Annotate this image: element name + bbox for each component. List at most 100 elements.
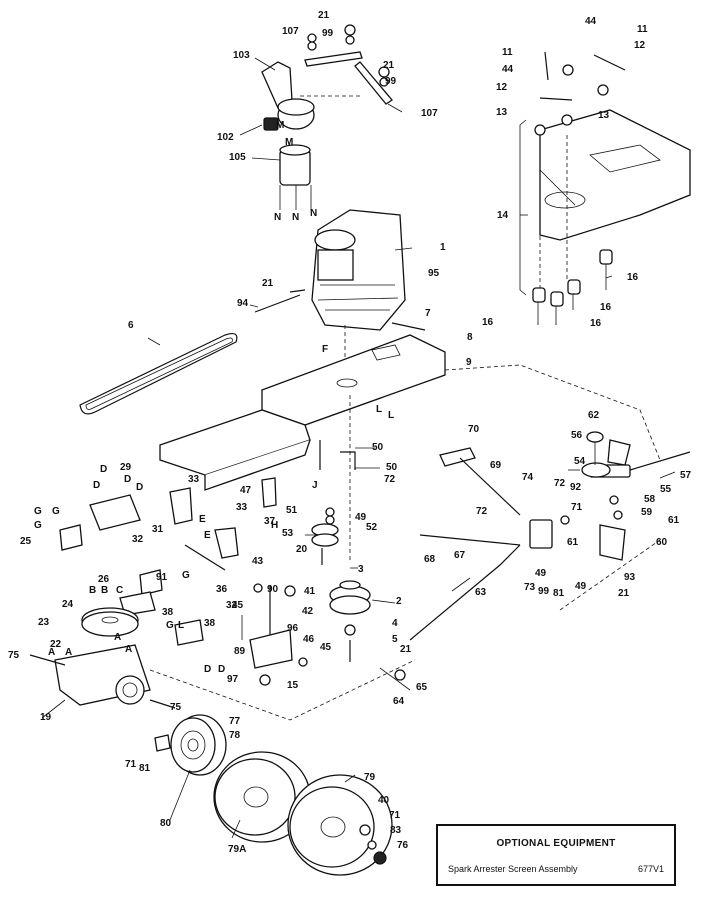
part-label-9: 9: [466, 357, 472, 368]
part-label-h: H: [271, 520, 278, 531]
part-label-b: B: [101, 585, 108, 596]
optional-equipment-row: Spark Arrester Screen Assembly 677V1: [448, 864, 664, 874]
part-label-53: 53: [282, 528, 294, 539]
part-label-49: 49: [355, 512, 367, 523]
part-label-75: 75: [8, 650, 20, 661]
part-label-69: 69: [490, 460, 502, 471]
part-label-49: 49: [535, 568, 547, 579]
part-label-d: D: [124, 474, 131, 485]
part-label-j: J: [312, 480, 318, 491]
part-label-49: 49: [575, 581, 587, 592]
part-label-24: 24: [62, 599, 74, 610]
part-label-97: 97: [227, 674, 239, 685]
part-label-50: 50: [386, 462, 398, 473]
part-label-72: 72: [384, 474, 396, 485]
part-label-54: 54: [574, 456, 586, 467]
part-label-14: 14: [497, 210, 509, 221]
part-label-73: 73: [524, 582, 536, 593]
part-label-58: 58: [644, 494, 656, 505]
part-label-92: 92: [570, 482, 582, 493]
part-label-44: 44: [585, 16, 597, 27]
part-label-90: 90: [267, 584, 279, 595]
part-label-32: 32: [226, 600, 238, 611]
part-label-6: 6: [128, 320, 134, 331]
part-label-16: 16: [600, 302, 612, 313]
part-label-d: D: [204, 664, 211, 675]
part-label-78: 78: [229, 730, 241, 741]
part-label-l: L: [388, 410, 394, 421]
part-label-21: 21: [400, 644, 412, 655]
part-label-102: 102: [217, 132, 234, 143]
part-label-94: 94: [237, 298, 249, 309]
part-label-5: 5: [392, 634, 398, 645]
part-label-13: 13: [496, 107, 508, 118]
optional-item-number: 677V1: [637, 864, 664, 874]
part-label-74: 74: [522, 472, 534, 483]
part-label-a: A: [125, 644, 132, 655]
part-label-g: G: [52, 506, 60, 517]
part-label-20: 20: [296, 544, 308, 555]
part-label-70: 70: [468, 424, 480, 435]
part-label-61: 61: [567, 537, 579, 548]
part-label-29: 29: [120, 462, 132, 473]
part-label-l: L: [376, 404, 382, 415]
part-label-107: 107: [421, 108, 438, 119]
part-label-60: 60: [656, 537, 668, 548]
part-label-81: 81: [139, 763, 151, 774]
part-label-21: 21: [383, 60, 395, 71]
part-label-55: 55: [660, 484, 672, 495]
part-label-42: 42: [302, 606, 314, 617]
part-label-n: N: [274, 212, 281, 223]
part-label-65: 65: [416, 682, 428, 693]
part-label-50: 50: [372, 442, 384, 453]
engine: [254, 209, 426, 375]
part-label-45: 45: [320, 642, 332, 653]
part-label-56: 56: [571, 430, 583, 441]
part-label-15: 15: [287, 680, 299, 691]
part-label-95: 95: [428, 268, 440, 279]
control-arm: [241, 583, 308, 686]
part-label-71: 71: [125, 759, 137, 770]
brake-brackets: [59, 477, 277, 646]
part-label-19: 19: [40, 712, 52, 723]
part-label-77: 77: [229, 716, 241, 727]
optional-item-name: Spark Arrester Screen Assembly: [448, 864, 578, 874]
part-label-n: N: [310, 208, 317, 219]
part-label-g: G: [182, 570, 190, 581]
part-label-72: 72: [554, 478, 566, 489]
part-label-52: 52: [366, 522, 378, 533]
part-label-21: 21: [318, 10, 330, 21]
fender-shroud-assembly: [519, 51, 691, 325]
part-label-7: 7: [425, 308, 431, 319]
part-label-m: M: [276, 120, 284, 131]
optional-equipment-title: OPTIONAL EQUIPMENT: [496, 838, 616, 849]
part-label-4: 4: [392, 618, 398, 629]
part-label-22: 22: [50, 639, 62, 650]
part-label-d: D: [136, 482, 143, 493]
part-label-45: 45: [232, 600, 244, 611]
part-label-43: 43: [252, 556, 264, 567]
part-label-46: 46: [303, 634, 315, 645]
part-label-33: 33: [236, 502, 248, 513]
part-label-79a: 79A: [228, 844, 246, 855]
part-label-67: 67: [454, 550, 466, 561]
part-label-83: 83: [390, 825, 402, 836]
frame: [149, 334, 661, 721]
optional-equipment-box: OPTIONAL EQUIPMENT Spark Arrester Screen…: [436, 824, 676, 886]
part-label-d: D: [93, 480, 100, 491]
part-label-11: 11: [502, 47, 513, 58]
part-label-33: 33: [188, 474, 200, 485]
part-label-a: A: [114, 632, 121, 643]
part-label-16: 16: [590, 318, 602, 329]
part-label-72: 72: [476, 506, 488, 517]
part-label-64: 64: [393, 696, 405, 707]
drive-belt: [79, 332, 238, 415]
part-label-c: C: [116, 585, 123, 596]
part-label-96: 96: [287, 623, 299, 634]
part-label-61: 61: [668, 515, 680, 526]
muffler-assembly: [261, 24, 393, 210]
part-label-12: 12: [634, 40, 646, 51]
part-label-36: 36: [216, 584, 228, 595]
part-label-63: 63: [475, 587, 487, 598]
